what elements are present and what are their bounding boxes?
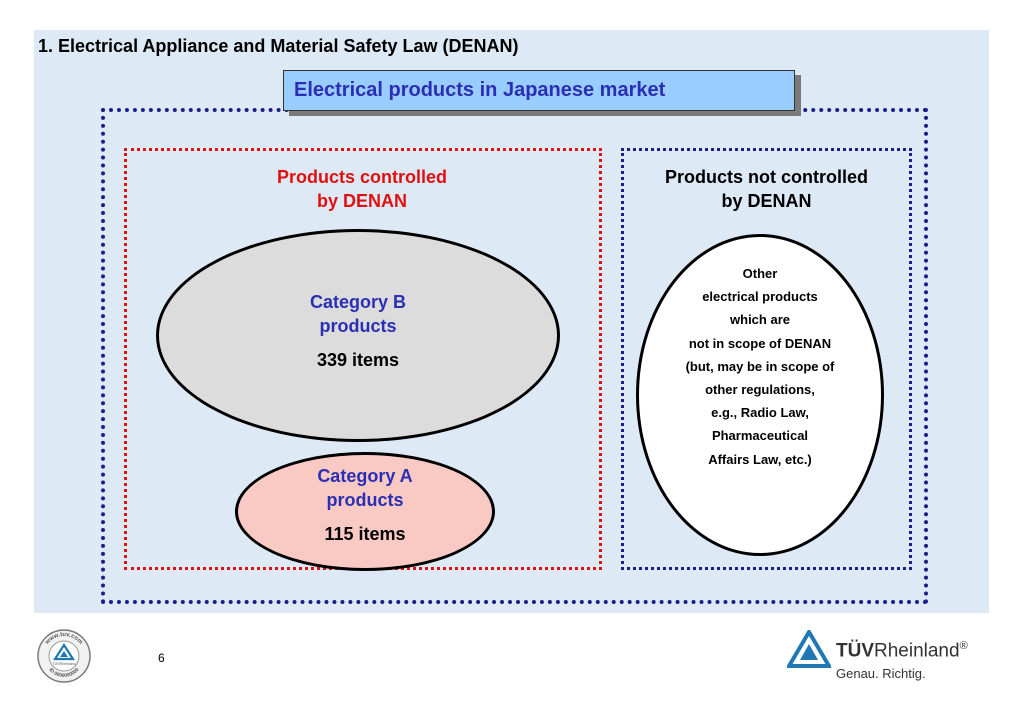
- controlled-heading-line2: by DENAN: [316, 191, 407, 211]
- registered-mark: ®: [959, 640, 968, 652]
- other-products-line: e.g., Radio Law,: [711, 405, 809, 421]
- other-products-line: Other: [742, 266, 778, 281]
- slide-title: 1. Electrical Appliance and Material Saf…: [38, 36, 519, 56]
- other-products-ellipse: [636, 234, 884, 556]
- category-b-name-line1: Category B: [309, 292, 407, 312]
- category-a-text: Category A products 115 items: [235, 464, 495, 545]
- other-products-line: Pharmaceutical: [711, 428, 809, 444]
- category-b-ellipse: [156, 229, 560, 442]
- market-label-box: Electrical products in Japanese market: [283, 70, 795, 111]
- svg-text:TÜVRheinland: TÜVRheinland: [52, 662, 75, 666]
- other-products-line: Affairs Law, etc.): [708, 451, 812, 467]
- brand-name-tuv: TÜV: [836, 640, 874, 662]
- market-label: Electrical products in Japanese market: [294, 79, 666, 101]
- category-b-name-line2: products: [319, 316, 397, 336]
- other-products-line: other regulations,: [705, 382, 815, 398]
- other-products-line: which are: [730, 312, 790, 328]
- other-products-text: Other electrical products which are not …: [636, 262, 884, 471]
- not-controlled-group-border: [621, 148, 912, 570]
- other-products-line: electrical products: [702, 289, 818, 305]
- other-products-line: (but, may be in scope of: [685, 358, 835, 374]
- brand-name-rest: Rheinland: [874, 640, 960, 662]
- category-a-name-line2: products: [326, 490, 404, 510]
- not-controlled-heading-line2: by DENAN: [721, 191, 812, 211]
- brand-tagline: Genau. Richtig.: [836, 666, 926, 681]
- other-products-line: not in scope of DENAN: [688, 335, 832, 351]
- tuv-seal-icon: www.tuv.com TÜVRheinland ID 0000000000: [36, 628, 92, 684]
- not-controlled-heading: Products not controlled by DENAN: [621, 165, 912, 213]
- category-b-count: 339 items: [316, 350, 400, 370]
- brand-name: TÜVRheinland®: [836, 640, 968, 662]
- category-a-ellipse: [235, 452, 495, 571]
- tuv-triangle-logo-icon: [785, 628, 833, 670]
- controlled-heading-line1: Products controlled: [276, 167, 447, 187]
- category-a-name-line1: Category A: [317, 466, 413, 486]
- category-b-text: Category B products 339 items: [156, 290, 560, 371]
- not-controlled-heading-line1: Products not controlled: [664, 167, 868, 187]
- category-a-count: 115 items: [324, 524, 406, 544]
- controlled-heading: Products controlled by DENAN: [124, 165, 600, 213]
- page-number: 6: [158, 651, 165, 665]
